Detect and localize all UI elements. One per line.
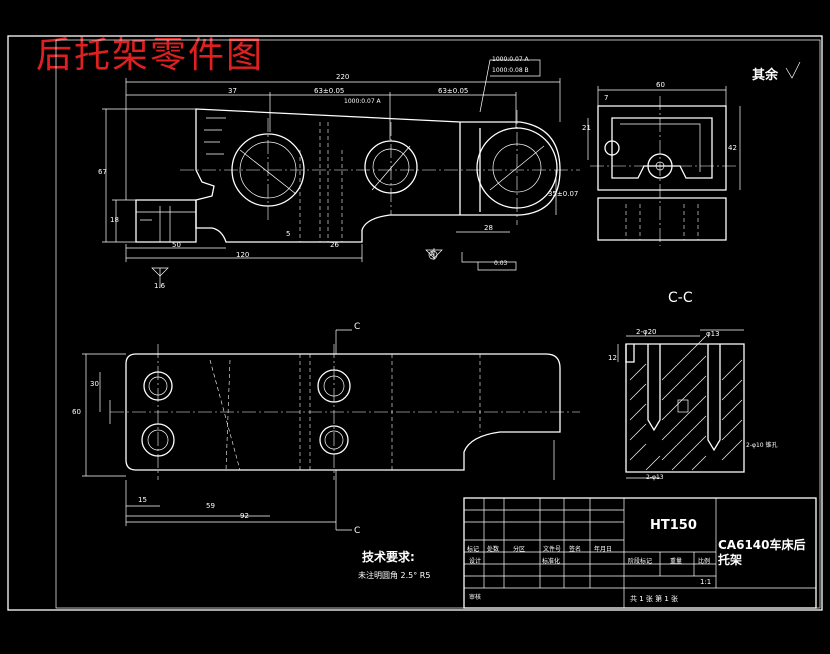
tb-date: 年月日 — [594, 546, 613, 553]
front-view — [102, 59, 580, 288]
material-label: HT150 — [650, 518, 697, 533]
outer-frame — [7, 35, 823, 611]
dim-42: 42 — [728, 144, 737, 152]
tb-file: 文件号 — [543, 546, 562, 553]
dim-15: 15 — [138, 496, 147, 504]
tol-4: 0.03 — [494, 260, 508, 267]
cut-c1: C — [354, 322, 361, 332]
tb-weight: 重量 — [670, 558, 683, 565]
section-label: C-C — [668, 290, 693, 306]
tb-stage: 阶段标记 — [628, 558, 653, 565]
dim-12: 12 — [608, 354, 617, 362]
dim-35: 35±0.07 — [548, 190, 579, 198]
dim-60-top: 60 — [72, 408, 81, 416]
dim-63b: 63±0.05 — [438, 87, 469, 95]
inner-frame — [55, 39, 821, 609]
tol-2: 1000:0.07 A — [492, 56, 529, 63]
dim-16: 1.6 — [154, 282, 166, 290]
cut-c2: C — [354, 526, 361, 536]
dim-60-side: 60 — [656, 81, 665, 89]
tb-sign: 签名 — [569, 546, 582, 553]
tb-zone: 分区 — [513, 546, 526, 553]
dim-13: φ13 — [706, 330, 720, 338]
part-name: CA6140车床后托架 — [718, 538, 806, 567]
tb-count: 处数 — [487, 546, 500, 553]
dim-21: 21 — [582, 124, 591, 132]
dim-7: 7 — [604, 94, 609, 102]
dim-37: 37 — [228, 87, 237, 95]
dim-20: 2-φ20 — [636, 328, 657, 336]
holes-note-2: 2-φ13 — [646, 474, 664, 481]
dim-50: 50 — [172, 241, 181, 249]
dim-120: 120 — [236, 251, 250, 259]
tb-review: 审核 — [469, 594, 482, 601]
tech-note: 未注明圆角 2.5° R5 — [358, 571, 431, 580]
dim-5: 5 — [286, 230, 291, 238]
drawing-title: 后托架零件图 — [36, 35, 265, 76]
tech-title: 技术要求: — [362, 550, 415, 564]
surface-note: 其余 — [752, 68, 779, 83]
dim-92: 92 — [240, 512, 249, 520]
dim-28: 28 — [484, 224, 493, 232]
scale-value: 1:1 — [700, 578, 712, 586]
tb-design: 设计 — [469, 558, 482, 565]
dim-67: 67 — [98, 168, 107, 176]
dim-220: 220 — [336, 73, 350, 81]
dim-63a: 63±0.05 — [314, 87, 345, 95]
sheet-info: 共 1 张 第 1 张 — [630, 595, 679, 603]
dim-30: 30 — [90, 380, 99, 388]
dim-18: 18 — [110, 216, 119, 224]
tb-mark: 标记 — [467, 546, 480, 553]
datum-a: A — [430, 251, 435, 258]
top-view — [82, 329, 580, 531]
dim-59: 59 — [206, 502, 215, 510]
tol-3: 1000:0.08 B — [492, 67, 529, 74]
side-view — [587, 61, 801, 246]
tb-ratio: 比例 — [698, 558, 711, 565]
dim-26: 26 — [330, 241, 339, 249]
tol-1: 1000:0.07 A — [344, 98, 381, 105]
title-block-grid — [463, 497, 817, 609]
section-view — [617, 329, 745, 479]
tb-standard: 标准化 — [542, 558, 561, 565]
holes-note: 2-φ10 锥孔 — [746, 442, 778, 449]
